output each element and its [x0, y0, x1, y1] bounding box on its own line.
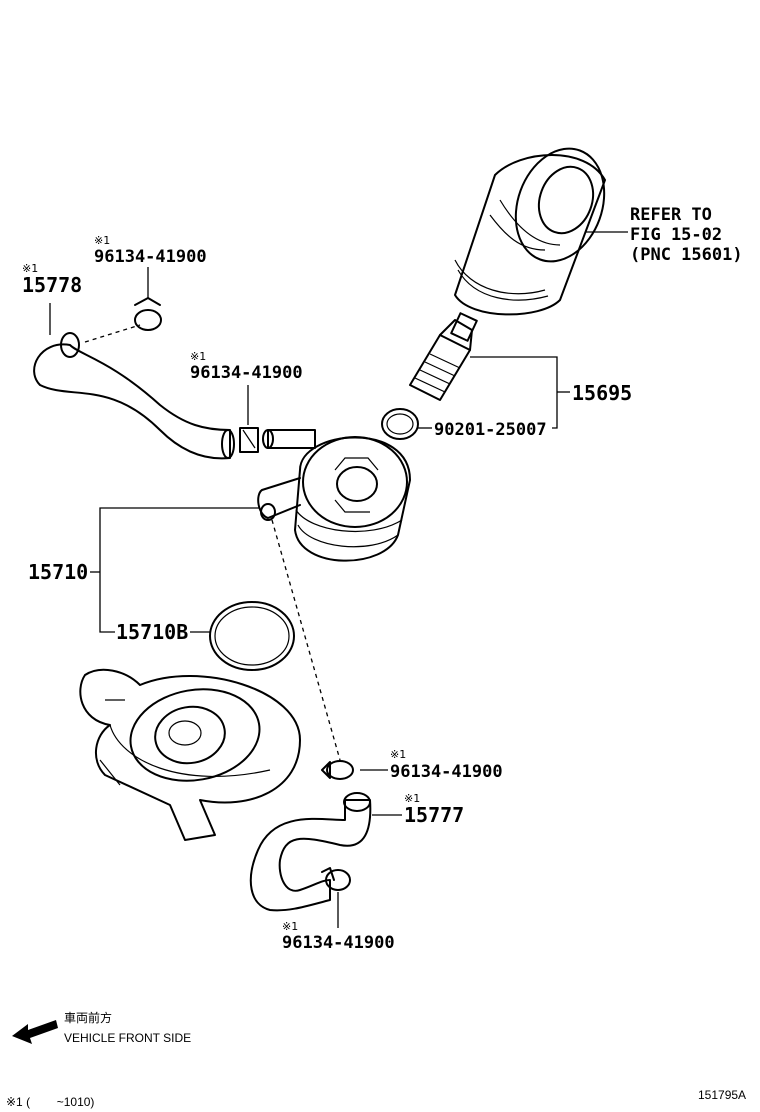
label-cooler-pn[interactable]: 15710 [28, 560, 88, 584]
label-clamp-lower-pn[interactable]: 96134-41900 [390, 762, 503, 782]
label-clamp-top-pn[interactable]: 96134-41900 [94, 247, 207, 267]
o-ring[interactable] [209, 601, 295, 671]
label-oring-pn[interactable]: 15710B [116, 620, 188, 644]
label-clamp-lower-mark: ※1 [390, 748, 406, 761]
label-clamp-mid-mark: ※1 [190, 350, 206, 363]
label-refer-line2[interactable]: FIG 15-02 [630, 225, 722, 245]
label-gasket-pn[interactable]: 90201-25007 [434, 420, 547, 440]
oil-filter[interactable] [454, 136, 619, 316]
pipe-stub[interactable] [262, 429, 316, 449]
clamp-mid[interactable] [239, 427, 259, 453]
clamp-lower[interactable] [321, 760, 354, 780]
front-arrow-icon [12, 1020, 58, 1044]
applicability-note: ※1 ( ~1010) [6, 1095, 94, 1109]
clamp-bottom[interactable] [321, 867, 351, 891]
label-union-bolt-pn[interactable]: 15695 [572, 381, 632, 405]
label-refer-line3: (PNC 15601) [630, 245, 743, 265]
engine-housing [79, 668, 301, 841]
front-label-jp: 車両前方 [64, 1010, 112, 1025]
label-hose-upper-pn[interactable]: 15778 [22, 273, 82, 297]
label-clamp-top-mark: ※1 [94, 234, 110, 247]
label-clamp-bottom-mark: ※1 [282, 920, 298, 933]
illustration-id: 151795A [698, 1088, 746, 1102]
union-bolt[interactable] [409, 312, 478, 401]
label-clamp-bottom-pn[interactable]: 96134-41900 [282, 933, 395, 953]
label-refer-line1: REFER TO [630, 205, 712, 225]
label-hose-lower-pn[interactable]: 15777 [404, 803, 464, 827]
label-hose-upper-mark: ※1 [22, 262, 38, 275]
lower-hose[interactable] [249, 792, 372, 912]
oil-cooler[interactable] [257, 436, 411, 562]
gasket[interactable] [381, 408, 419, 440]
label-hose-lower-mark: ※1 [404, 792, 420, 805]
label-clamp-mid-pn[interactable]: 96134-41900 [190, 363, 303, 383]
front-label-en: VEHICLE FRONT SIDE [64, 1031, 191, 1045]
upper-hose[interactable] [33, 332, 235, 460]
